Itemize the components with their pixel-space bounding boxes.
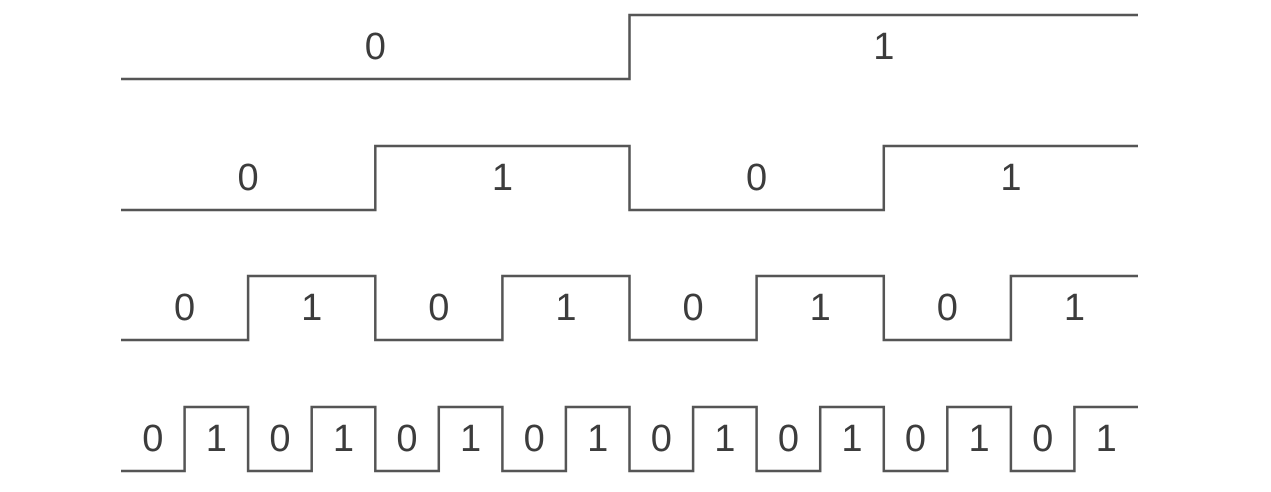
- bit-label: 1: [206, 418, 227, 460]
- waveform-line: [121, 274, 1138, 342]
- bit-label: 1: [1000, 157, 1021, 199]
- bit-label: 1: [1064, 287, 1085, 329]
- waveform-row-2: 0 1 0 1: [121, 144, 1138, 212]
- bit-label: 1: [969, 418, 990, 460]
- waveform-line: [121, 13, 1138, 81]
- bit-label: 1: [810, 287, 831, 329]
- bit-label: 0: [905, 418, 926, 460]
- waveform-line: [121, 405, 1138, 473]
- bit-label: 0: [778, 418, 799, 460]
- bit-label: 0: [142, 418, 163, 460]
- bit-label: 1: [301, 287, 322, 329]
- bit-label: 0: [524, 418, 545, 460]
- bit-label: 0: [396, 418, 417, 460]
- waveform-row-3: 0 1 0 1 0 1 0 1: [121, 274, 1138, 342]
- bit-label: 0: [937, 287, 958, 329]
- bit-label: 0: [269, 418, 290, 460]
- bit-label: 0: [174, 287, 195, 329]
- bit-label: 1: [714, 418, 735, 460]
- bit-label: 1: [492, 157, 513, 199]
- bit-label: 0: [238, 157, 259, 199]
- bit-label: 0: [428, 287, 449, 329]
- bit-label: 1: [333, 418, 354, 460]
- bit-label: 1: [587, 418, 608, 460]
- bit-label: 1: [1096, 418, 1117, 460]
- bit-label: 0: [365, 26, 386, 68]
- bit-label: 0: [746, 157, 767, 199]
- bit-label: 0: [1032, 418, 1053, 460]
- bit-label: 1: [873, 26, 894, 68]
- bit-label: 1: [460, 418, 481, 460]
- bit-label: 1: [555, 287, 576, 329]
- waveform-line: [121, 144, 1138, 212]
- bit-label: 0: [683, 287, 704, 329]
- bit-label: 0: [651, 418, 672, 460]
- bit-label: 1: [841, 418, 862, 460]
